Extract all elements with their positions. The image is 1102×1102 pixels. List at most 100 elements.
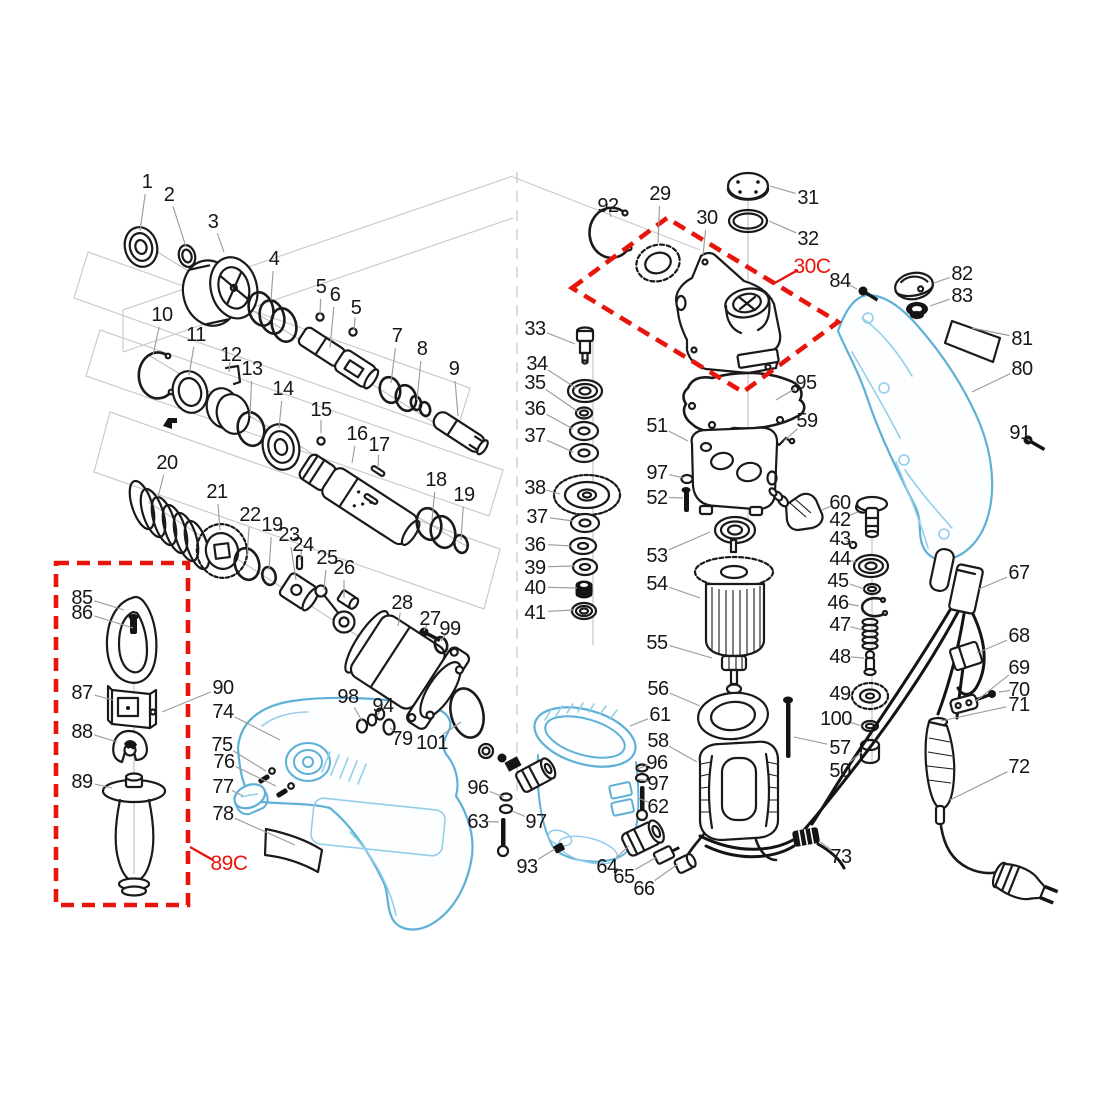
leader-line-10: [152, 326, 160, 356]
leader-line-49: [845, 693, 853, 697]
part-label-35: 35: [524, 372, 546, 394]
leader-line-5: [319, 298, 322, 316]
part-label-96: 96: [646, 752, 668, 774]
part-label-42: 42: [829, 509, 851, 531]
part-label-51: 51: [646, 415, 668, 437]
leader-line-56: [669, 692, 701, 707]
side-handle-parts: [101, 595, 167, 897]
leader-line-97: [636, 778, 649, 782]
part-label-82: 82: [951, 263, 973, 285]
part-label-61: 61: [649, 704, 671, 726]
leader-line-2: [172, 206, 187, 248]
leader-line-48: [850, 656, 865, 659]
leader-line-91: [1024, 435, 1031, 442]
spring-20: [128, 479, 211, 571]
part-label-63: 63: [467, 811, 489, 833]
leader-line-60: [821, 505, 833, 511]
part-label-57: 57: [829, 737, 851, 759]
part-label-44: 44: [829, 548, 851, 570]
leader-line-57: [793, 736, 828, 745]
part-label-90: 90: [212, 677, 234, 699]
part-label-77: 77: [212, 776, 234, 798]
part-label-96: 96: [467, 777, 489, 799]
leader-line-82: [933, 276, 950, 284]
gearbox-top-parts: [588, 171, 806, 864]
leader-line-29: [657, 205, 661, 244]
part-label-49: 49: [829, 683, 851, 705]
leader-line-84: [847, 283, 858, 290]
leader-line-6: [329, 306, 335, 349]
part-label-52: 52: [646, 487, 668, 509]
part-label-24: 24: [292, 534, 314, 556]
leader-line-47: [850, 626, 864, 631]
part-label-47: 47: [829, 614, 851, 636]
part-label-8: 8: [417, 338, 428, 360]
leader-line-30: [702, 229, 707, 256]
leader-line-90: [161, 691, 212, 713]
leader-line-36: [546, 413, 574, 430]
leader-line-67: [978, 576, 1008, 590]
part-label-54: 54: [646, 573, 668, 595]
part-label-5: 5: [351, 297, 362, 319]
leader-line-19: [460, 506, 464, 541]
handle-housing-74: [236, 696, 474, 931]
part-label-48: 48: [829, 646, 851, 668]
part-label-98: 98: [337, 686, 359, 708]
highlight-label-89C: 89C: [210, 852, 247, 875]
part-label-65: 65: [613, 866, 635, 888]
part-label-100: 100: [820, 708, 852, 730]
leader-line-41: [547, 609, 575, 612]
part-label-80: 80: [1011, 358, 1033, 380]
handle-mount-parts: [258, 687, 485, 874]
leader-line-4: [270, 270, 274, 301]
leader-line-92: [608, 210, 612, 218]
leader-line-38: [546, 489, 561, 495]
part-label-56: 56: [647, 678, 669, 700]
leader-line-43: [845, 540, 854, 545]
highlight-box-30C: [567, 215, 843, 395]
part-label-19: 19: [261, 514, 283, 536]
part-label-16: 16: [346, 423, 368, 445]
part-label-64: 64: [596, 856, 618, 878]
part-label-62: 62: [647, 796, 669, 818]
leader-line-12: [228, 362, 231, 373]
part-label-97: 97: [646, 462, 668, 484]
leader-line-71: [940, 706, 1007, 722]
leader-line-101: [442, 721, 462, 736]
leader-line-73: [819, 841, 832, 851]
part-label-11: 11: [186, 324, 206, 346]
part-label-79: 79: [391, 728, 413, 750]
part-label-15: 15: [310, 399, 332, 421]
part-label-45: 45: [827, 570, 849, 592]
leader-line-83: [929, 298, 950, 307]
leader-line-21: [217, 503, 221, 531]
part-label-93: 93: [516, 856, 538, 878]
part-label-91: 91: [1009, 422, 1031, 444]
leader-line-55: [669, 645, 713, 659]
part-label-28: 28: [391, 592, 413, 614]
leader-line-59: [783, 428, 798, 442]
part-label-84: 84: [829, 270, 851, 292]
leader-line-96: [636, 764, 649, 770]
part-label-89: 89: [71, 771, 93, 793]
leader-line-98: [353, 707, 363, 722]
highlight-leader-89C: [189, 845, 214, 862]
side-knob-77: [233, 783, 269, 816]
leader-line-65: [635, 856, 658, 870]
part-label-36: 36: [524, 534, 546, 556]
part-label-30: 30: [696, 207, 718, 229]
leader-line-35: [545, 388, 578, 412]
leader-line-81: [971, 327, 1010, 337]
leader-line-18: [431, 491, 436, 521]
leader-line-9: [454, 380, 459, 417]
leader-line-85: [94, 600, 125, 611]
leader-line-95: [775, 388, 796, 401]
part-label-18: 18: [425, 469, 447, 491]
leader-line-76: [235, 766, 277, 787]
leader-line-17: [377, 454, 380, 469]
part-label-25: 25: [316, 547, 338, 569]
leader-line-27: [423, 623, 428, 632]
top-right-parts: [858, 271, 1046, 451]
